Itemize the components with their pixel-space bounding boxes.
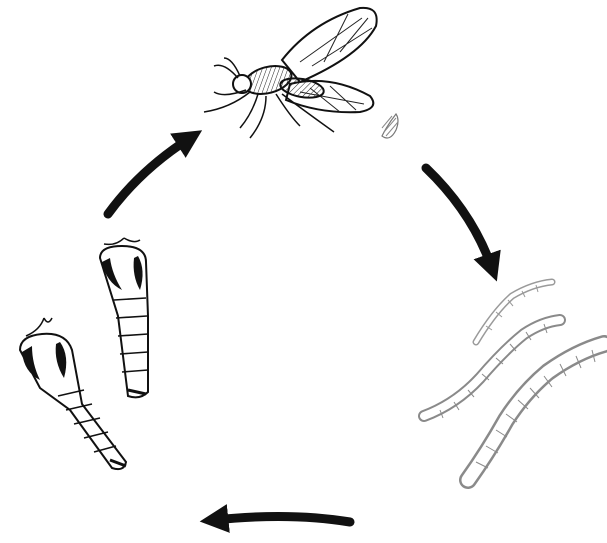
arrow-left-up-icon: [108, 138, 190, 214]
larva-icon: [424, 282, 604, 480]
arrow-right-down-icon: [426, 168, 492, 268]
adult-fly-icon: [204, 8, 377, 138]
egg-cluster-icon: [382, 114, 398, 138]
arrow-bottom-left-icon: [214, 516, 350, 522]
pupa-icon: [20, 238, 148, 469]
